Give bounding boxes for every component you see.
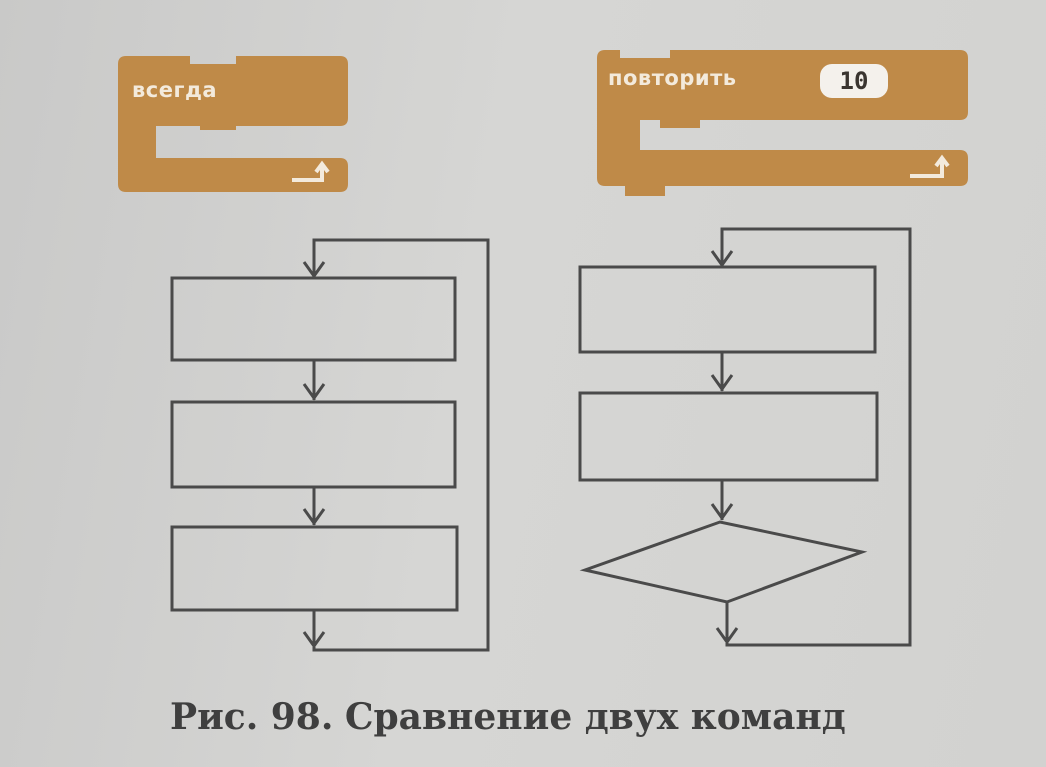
repeat-block-label: повторить <box>608 66 737 90</box>
figure-number: Рис. 98. <box>170 696 334 738</box>
loop-arrow-icon <box>910 154 950 178</box>
process-box <box>578 265 877 354</box>
loop-arrow-icon <box>292 160 330 182</box>
figure-title: Сравнение двух команд <box>344 696 846 738</box>
process-box <box>578 391 879 482</box>
forever-block <box>118 56 348 192</box>
process-box <box>170 525 459 612</box>
decision-diamond <box>579 520 868 604</box>
connector <box>710 227 912 647</box>
connector <box>302 238 490 652</box>
repeat-count-field: 10 <box>820 64 888 98</box>
forever-block-label: всегда <box>132 78 218 102</box>
process-box <box>170 400 457 489</box>
figure-caption: Рис. 98. Сравнение двух команд <box>170 696 846 738</box>
process-box <box>170 276 457 362</box>
